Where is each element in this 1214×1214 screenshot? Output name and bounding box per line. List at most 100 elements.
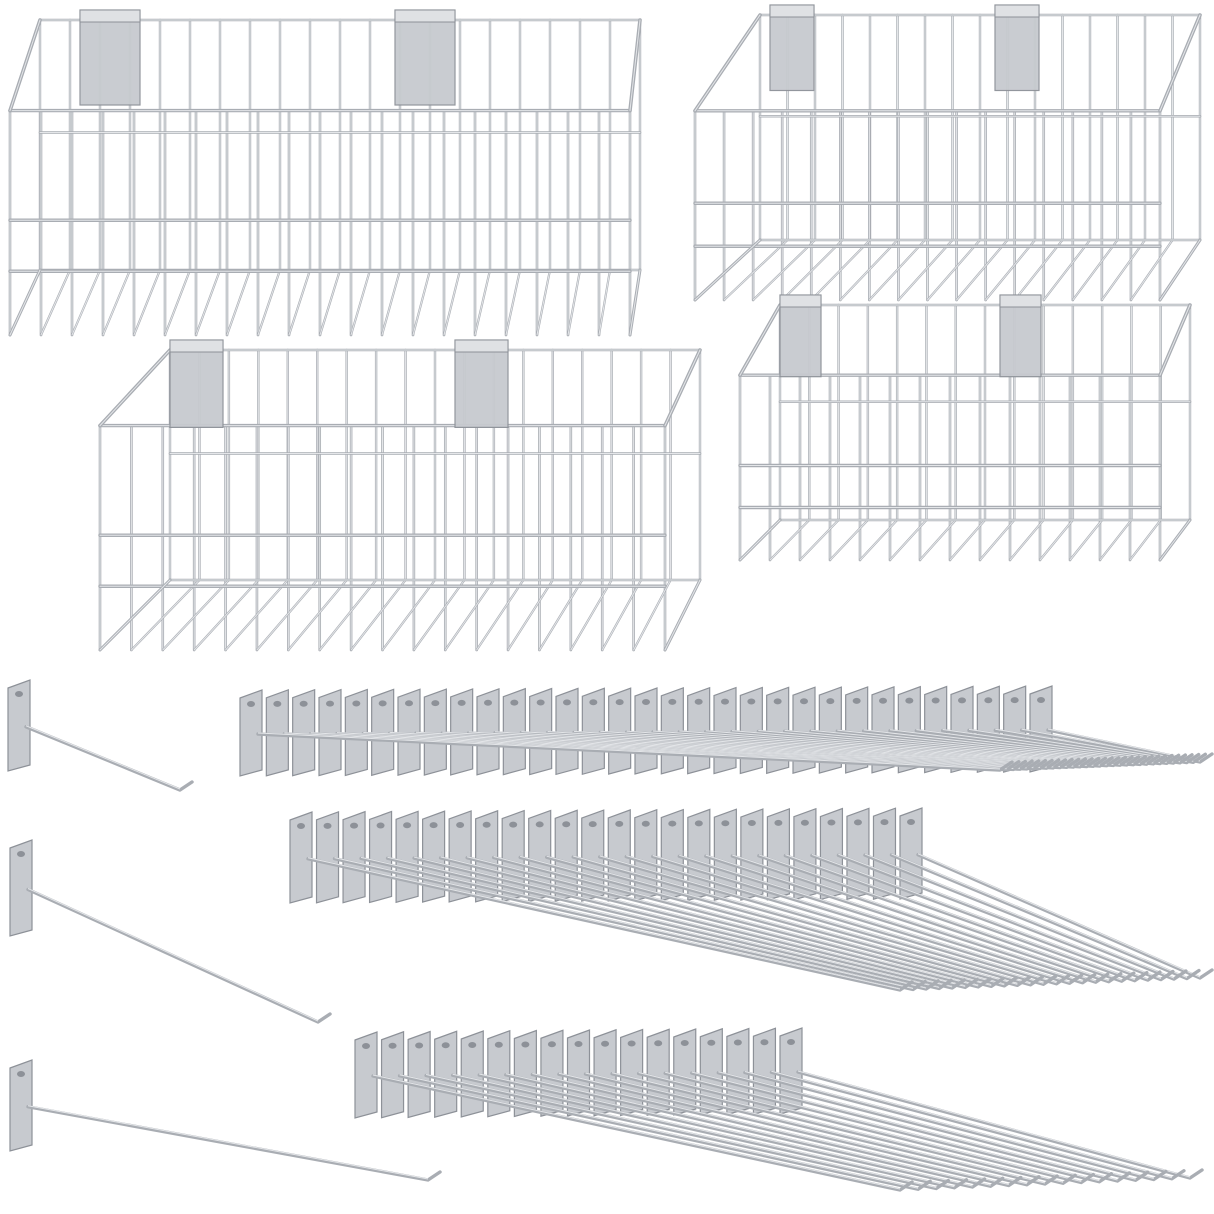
hook-wire (424, 1073, 950, 1191)
mounting-plate (999, 294, 1042, 378)
mounting-plate (994, 4, 1040, 92)
hook-plate-hole (431, 700, 440, 707)
hook-plate (9, 839, 33, 937)
hook-wire (332, 856, 927, 992)
slatwall-hook (407, 1030, 950, 1191)
hook-plate-hole (588, 821, 597, 828)
hook-plate-hole (376, 822, 385, 829)
hook-wire (583, 1072, 1059, 1186)
hook-wire (796, 1070, 1204, 1180)
hook-wire (412, 856, 966, 990)
hook-wire-highlight (638, 1072, 1082, 1182)
slatwall-hook (289, 811, 914, 992)
hook-wire (636, 1071, 1095, 1185)
slatwall-hook (487, 1029, 1005, 1188)
hook-wire-highlight (257, 732, 1001, 770)
hook-wire-highlight (363, 731, 1027, 769)
hook-wire-highlight (493, 856, 992, 986)
hook-wire-highlight (797, 1070, 1191, 1178)
hook-plate-hole (456, 821, 465, 828)
hook-plate-hole (574, 1041, 583, 1047)
hook-wire-highlight (838, 853, 1162, 980)
hook-plate-hole (441, 1042, 450, 1049)
hook-wire (438, 856, 979, 990)
hook-plate-hole (642, 699, 650, 705)
hook-wire (704, 854, 1110, 984)
hook-wire (703, 730, 1128, 768)
hook-wire-highlight (995, 728, 1187, 763)
hook-wire-highlight (652, 855, 1070, 983)
hook-wire (743, 1070, 1168, 1182)
hook-wire-highlight (758, 854, 1122, 981)
slatwall-hook (368, 810, 953, 991)
hook-plate-hole (388, 1042, 397, 1049)
hook-wire-highlight (626, 855, 1057, 984)
hook-plate (476, 687, 500, 776)
hook-wire-highlight (520, 855, 1005, 986)
hook-wire-highlight (440, 856, 966, 987)
hook-wire (836, 853, 1175, 982)
hook-plate-hole (654, 1040, 663, 1047)
slatwall-hook (646, 1028, 1114, 1184)
hook-wire-highlight (611, 1072, 1064, 1183)
hook-wire (24, 725, 194, 792)
hook-plate-hole (760, 1039, 769, 1046)
hook-wire (598, 855, 1058, 986)
hook-plate-hole (509, 821, 518, 828)
hook-wire-highlight (399, 1074, 919, 1189)
hook-wire (385, 856, 953, 991)
wire-baskets (8, 4, 1202, 652)
hook-plate-hole (273, 700, 282, 707)
hook-wire (863, 853, 1188, 981)
hook-wire (26, 1105, 442, 1182)
hook-plate-hole (879, 697, 887, 704)
hook-plate (397, 688, 421, 776)
hook-wire-highlight (771, 1070, 1173, 1179)
hook-wire-highlight (307, 857, 901, 990)
hook-plate-hole (773, 698, 782, 705)
hook-wire (861, 729, 1168, 766)
hook-wire (888, 729, 1174, 766)
hook-wire-highlight (426, 1074, 937, 1188)
mounting-plate-lip (169, 339, 224, 353)
hook-wire-highlight (413, 856, 953, 988)
hook-plate-hole (826, 698, 835, 705)
hook-wire-highlight (705, 730, 1114, 765)
hook-plate-hole (668, 820, 677, 827)
hook-wire (690, 1071, 1132, 1183)
hook-plate-hole (747, 698, 756, 705)
hook-plate-hole (1010, 697, 1019, 704)
mounting-plate-lip (999, 294, 1042, 308)
hook-wire (477, 1073, 987, 1189)
hook-wire (810, 853, 1162, 982)
hook-plate-hole (415, 1042, 424, 1049)
hook-plate-hole (535, 821, 544, 828)
hook-wire (663, 1071, 1114, 1184)
hook-wire (914, 728, 1181, 766)
hook-plate (239, 689, 263, 777)
hook-wire (677, 854, 1097, 985)
hook-wire (306, 857, 914, 992)
hook-plate-hole (468, 1042, 477, 1048)
hook-plate-hole (510, 699, 519, 706)
hook-plate (315, 810, 340, 904)
mounting-plate-lip (454, 339, 509, 353)
hook-plate-hole (405, 700, 413, 707)
hook-wire (371, 1074, 914, 1192)
hook-wire-highlight (731, 730, 1121, 765)
hook-plate (380, 1030, 405, 1119)
hook-wire-highlight (387, 856, 940, 988)
hook-wire-highlight (705, 854, 1096, 982)
slatwall-hook (9, 839, 332, 1024)
hook-plate (318, 688, 342, 777)
slatwall-hook (239, 689, 1014, 777)
hook-wire (889, 853, 1201, 981)
wire-basket (738, 294, 1192, 562)
hook-plate-hole (668, 698, 677, 705)
hook-wire-highlight (837, 729, 1147, 764)
hook-wire-highlight (785, 854, 1135, 981)
hook-wire (557, 1072, 1041, 1187)
mounting-plate (454, 339, 509, 429)
hook-wire-highlight (372, 1074, 901, 1190)
hook-wire (782, 729, 1148, 767)
